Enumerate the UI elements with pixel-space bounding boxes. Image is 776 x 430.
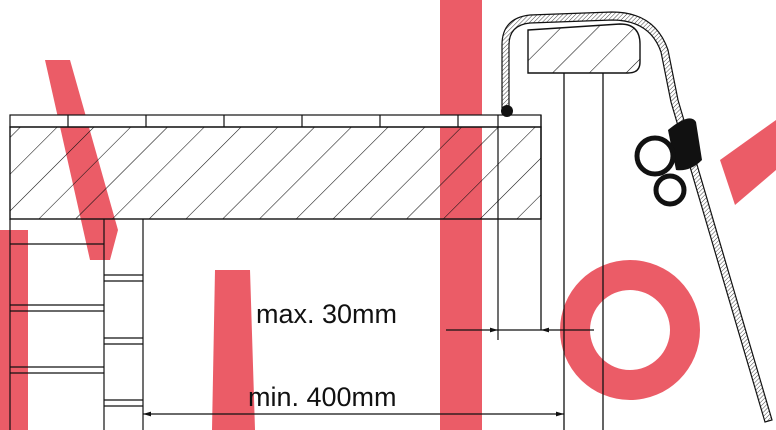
watermark-letter-m bbox=[212, 270, 255, 430]
watermark-letter-o bbox=[560, 260, 700, 400]
handrail-cap bbox=[527, 23, 641, 74]
clamp-fitting bbox=[634, 118, 702, 207]
dimension-max-label: max. 30mm bbox=[256, 299, 397, 329]
railing-post bbox=[540, 73, 604, 430]
sheet-profile bbox=[501, 11, 773, 423]
stair-structure bbox=[9, 219, 144, 430]
watermark-stroke-left bbox=[0, 230, 28, 430]
floor-slab bbox=[9, 114, 542, 220]
round-fixing-lower bbox=[653, 173, 687, 207]
dimension-max bbox=[446, 115, 594, 340]
edge-bead bbox=[501, 105, 513, 117]
watermark-letter-r bbox=[720, 120, 776, 205]
round-fixing-upper bbox=[634, 135, 676, 177]
dimension-min-label: min. 400mm bbox=[248, 382, 397, 412]
